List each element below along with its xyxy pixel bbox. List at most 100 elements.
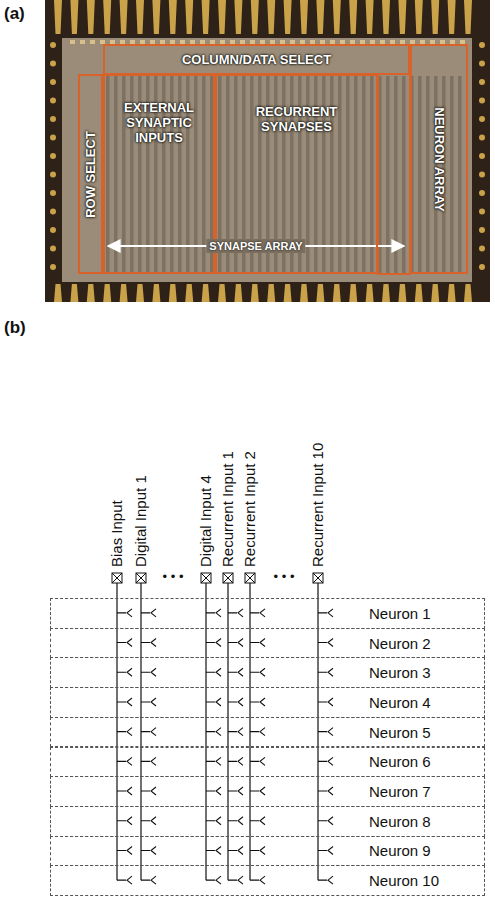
package-pin xyxy=(50,116,56,122)
neuron-row: Neuron 4 xyxy=(50,687,485,718)
input-pin xyxy=(223,573,233,583)
neuron-label: Neuron 3 xyxy=(369,664,431,681)
panel-letter: (b) xyxy=(4,318,26,338)
package-pin xyxy=(300,0,308,34)
package-pin xyxy=(382,284,390,302)
package-pin xyxy=(251,0,259,34)
neuron-label: Neuron 9 xyxy=(369,842,431,859)
region-outline xyxy=(378,74,410,274)
package-pin xyxy=(50,61,56,67)
neuron-label: Neuron 5 xyxy=(369,724,431,741)
package-pin xyxy=(202,0,210,34)
synapse-symbol xyxy=(141,757,156,765)
synapse-symbol xyxy=(117,609,132,617)
synapse-symbol xyxy=(318,876,333,884)
package-pin xyxy=(50,135,56,141)
package-pin xyxy=(479,209,485,215)
region-label: COLUMN/DATA SELECT xyxy=(182,52,331,67)
input-pin xyxy=(112,573,122,583)
synapse-symbol xyxy=(117,639,132,647)
package-pin xyxy=(479,135,485,141)
package-pin xyxy=(316,0,324,34)
synapse-column xyxy=(458,76,462,274)
package-pin xyxy=(479,264,485,270)
region-label: ROW SELECT xyxy=(83,131,98,218)
bond-pad xyxy=(70,40,75,44)
synapse-column xyxy=(426,76,430,274)
package-pin xyxy=(87,284,95,302)
synapse-symbol xyxy=(228,668,243,676)
synapse-symbol xyxy=(117,876,132,884)
synapse-symbol xyxy=(318,668,333,676)
package-pin xyxy=(479,98,485,104)
package-pin xyxy=(479,153,485,159)
synapse-symbol xyxy=(228,846,243,854)
label-text: • • • xyxy=(274,569,295,584)
pin-cross xyxy=(223,573,233,583)
neuron-row: Neuron 3 xyxy=(50,657,485,688)
synapse-symbol xyxy=(206,698,221,706)
package-pin xyxy=(234,0,242,34)
pin-cross xyxy=(136,573,146,583)
label-text: SYNAPSE ARRAY xyxy=(209,240,302,252)
label-text: Bias Input xyxy=(108,500,125,567)
package-pin xyxy=(300,284,308,302)
package-pin xyxy=(479,61,485,67)
package-pin xyxy=(479,190,485,196)
synapse-symbol xyxy=(206,787,221,795)
package-pin xyxy=(169,0,177,34)
package xyxy=(45,0,490,302)
schematic xyxy=(112,573,333,884)
input-label: Recurrent Input 1 xyxy=(220,451,236,567)
pin-cross xyxy=(313,573,323,583)
package-pin xyxy=(218,284,226,302)
package-pin xyxy=(333,284,341,302)
synapse-symbol xyxy=(228,609,243,617)
package-pin xyxy=(415,284,423,302)
pin-cross xyxy=(245,573,255,583)
label-text: • • • xyxy=(163,569,184,584)
synapse-symbol xyxy=(250,787,265,795)
neuron-label: Neuron 7 xyxy=(369,783,431,800)
chip-region: EXTERNAL SYNAPTIC INPUTS xyxy=(103,74,215,274)
neuron-row: Neuron 7 xyxy=(50,776,485,807)
neuron-row: Neuron 2 xyxy=(50,628,485,659)
synapse-column xyxy=(402,76,406,274)
synapse-symbol xyxy=(318,639,333,647)
package-pin xyxy=(185,0,193,34)
package-pin xyxy=(464,284,472,302)
synapse-column xyxy=(370,76,374,274)
label-text: Digital Input 1 xyxy=(132,475,149,567)
package-pin xyxy=(54,284,62,302)
region-label: NEURON ARRAY xyxy=(432,107,447,212)
synapse-symbol xyxy=(318,846,333,854)
package-pin xyxy=(50,98,56,104)
neuron-row: Neuron 5 xyxy=(50,717,485,748)
synapse-symbol xyxy=(141,787,156,795)
synapse-symbol xyxy=(117,757,132,765)
package-pin xyxy=(103,0,111,34)
synapse-symbol xyxy=(117,817,132,825)
synapse-symbol xyxy=(141,698,156,706)
input-pin xyxy=(245,573,255,583)
ellipsis: • • • xyxy=(163,570,184,584)
input-pin xyxy=(136,573,146,583)
synapse-symbol xyxy=(141,728,156,736)
synapse-symbol xyxy=(318,698,333,706)
package-pin xyxy=(50,227,56,233)
package-pin xyxy=(382,0,390,34)
package-pin xyxy=(50,209,56,215)
ellipsis: • • • xyxy=(274,570,295,584)
package-pin xyxy=(234,284,242,302)
package-pin xyxy=(50,264,56,270)
synapse-symbol xyxy=(206,846,221,854)
synapse-symbol xyxy=(250,639,265,647)
label-text: (a) xyxy=(4,4,25,23)
synapse-column xyxy=(338,76,342,274)
synapse-column xyxy=(106,76,110,274)
synapse-symbol xyxy=(228,817,243,825)
neuron-label: Neuron 10 xyxy=(369,872,439,889)
package-pin xyxy=(50,190,56,196)
package-pin xyxy=(152,284,160,302)
region-label: SYNAPSE ARRAY xyxy=(206,239,305,253)
